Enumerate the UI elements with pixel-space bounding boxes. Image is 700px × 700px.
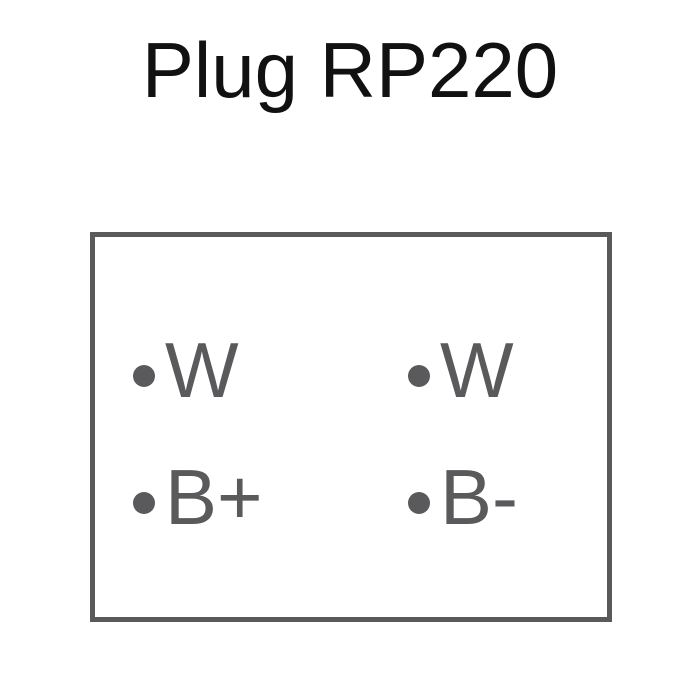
- pin-bottom-right: B-: [408, 457, 518, 537]
- diagram-title: Plug RP220: [141, 26, 559, 114]
- pin-top-right: W: [408, 330, 514, 410]
- pin-dot-icon: [133, 365, 155, 387]
- pin-dot-icon: [133, 492, 155, 514]
- pin-bottom-left: B+: [133, 457, 263, 537]
- pin-dot-icon: [408, 492, 430, 514]
- pin-label: B+: [165, 453, 263, 541]
- pin-label: B-: [440, 453, 518, 541]
- pin-label: W: [440, 326, 514, 414]
- pin-dot-icon: [408, 365, 430, 387]
- pin-label: W: [165, 326, 239, 414]
- pin-top-left: W: [133, 330, 239, 410]
- plug-outline: W W B+ B-: [90, 232, 612, 622]
